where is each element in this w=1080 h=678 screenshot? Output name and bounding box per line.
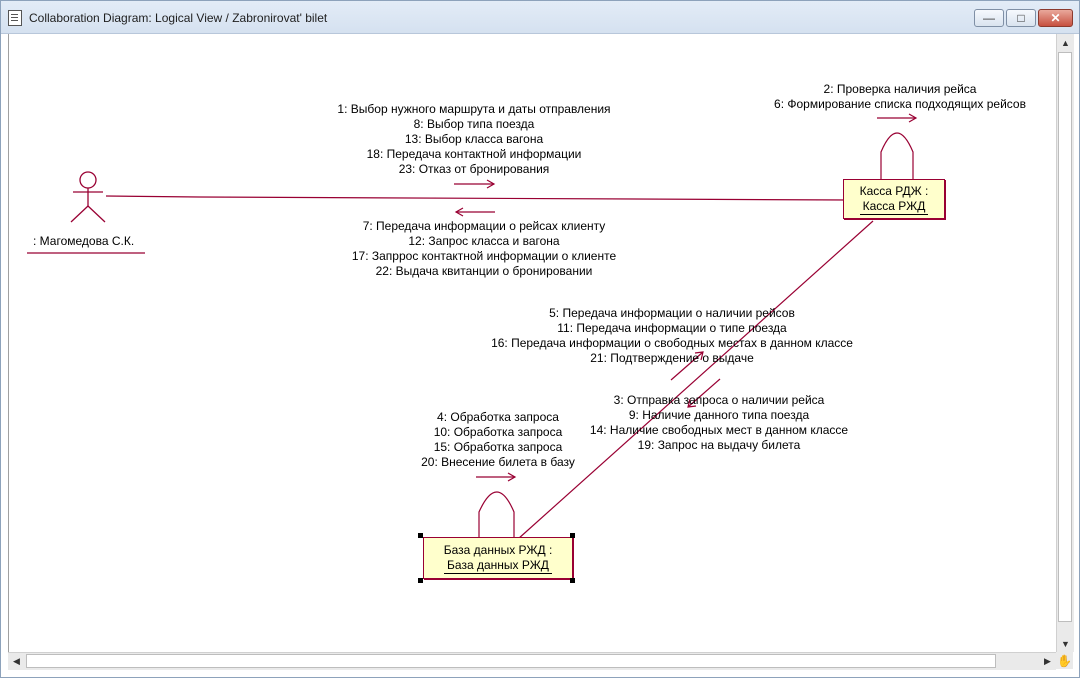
message-label[interactable]: 6: Формирование списка подходящих рейсов <box>774 97 1026 111</box>
message-label[interactable]: 18: Передача контактной информации <box>366 147 582 161</box>
arrow-baza-to-kassa <box>670 351 704 381</box>
close-button[interactable]: ✕ <box>1038 9 1073 27</box>
horizontal-scroll-thumb[interactable] <box>26 654 996 668</box>
diagram-canvas[interactable]: : Магомедова С.К. 1: Выбор нужного маршр… <box>8 34 1057 652</box>
messages-kassa-self: 2: Проверка наличия рейса 6: Формировани… <box>757 82 1043 112</box>
maximize-icon: □ <box>1017 11 1025 25</box>
object-baza-class: База данных РЖД <box>444 558 552 574</box>
selection-handle[interactable] <box>418 578 423 583</box>
actor-name[interactable]: : Магомедова С.К. <box>33 234 135 248</box>
message-label[interactable]: 10: Обработка запроса <box>433 425 563 439</box>
link-actor-kassa <box>105 195 850 201</box>
object-baza-role: База данных РЖД : <box>443 543 553 557</box>
message-label[interactable]: 1: Выбор нужного маршрута и даты отправл… <box>337 102 611 116</box>
maximize-button[interactable]: □ <box>1006 9 1036 27</box>
document-icon[interactable] <box>8 10 22 26</box>
minimize-icon: — <box>983 11 995 25</box>
close-icon: ✕ <box>1050 11 1061 25</box>
diagram-links <box>27 113 918 540</box>
message-label[interactable]: 17: Запррос контактной информации о клие… <box>351 249 617 263</box>
message-label[interactable]: 22: Выдача квитанции о бронировании <box>375 264 593 278</box>
selection-handle[interactable] <box>418 533 423 538</box>
scroll-up-icon[interactable]: ▲ <box>1061 37 1070 48</box>
messages-actor-to-kassa: 1: Выбор нужного маршрута и даты отправл… <box>309 102 639 177</box>
message-label[interactable]: 20: Внесение билета в базу <box>421 455 575 469</box>
messages-kassa-to-baza: 3: Отправка запроса о наличии рейса 9: Н… <box>569 393 869 453</box>
arrow-kassa-self <box>877 113 918 123</box>
message-label[interactable]: 8: Выбор типа поезда <box>413 117 535 131</box>
message-label[interactable]: 4: Обработка запроса <box>437 410 559 424</box>
message-label[interactable]: 23: Отказ от бронирования <box>398 162 550 176</box>
pan-hand-icon[interactable]: ✋ <box>1056 652 1073 669</box>
message-label[interactable]: 11: Передача информации о типе поезда <box>557 321 787 335</box>
object-kassa-role: Касса РДЖ : <box>859 184 929 198</box>
messages-baza-self: 4: Обработка запроса 10: Обработка запро… <box>403 410 593 470</box>
message-label[interactable]: 9: Наличие данного типа поезда <box>628 408 810 422</box>
vertical-scroll-thumb[interactable] <box>1058 52 1072 622</box>
message-label[interactable]: 3: Отправка запроса о наличии рейса <box>613 393 825 407</box>
window-title: Collaboration Diagram: Logical View / Za… <box>29 11 328 25</box>
vertical-scrollbar[interactable]: ▲ ▼ <box>1056 34 1074 652</box>
message-label[interactable]: 19: Запрос на выдачу билета <box>637 438 801 452</box>
message-label[interactable]: 7: Передача информации о рейсах клиенту <box>362 219 606 233</box>
arrow-kassa-to-baza <box>687 378 721 408</box>
self-loop-baza <box>478 491 515 537</box>
arrow-kassa-to-actor <box>454 207 495 217</box>
message-label[interactable]: 21: Подтверждение о выдаче <box>590 351 754 365</box>
arrow-actor-to-kassa <box>454 179 496 189</box>
object-baza[interactable]: База данных РЖД : База данных РЖД <box>423 537 573 579</box>
self-loop-kassa <box>880 132 914 179</box>
message-label[interactable]: 13: Выбор класса вагона <box>404 132 544 146</box>
scroll-right-icon[interactable]: ▶ <box>1044 656 1051 666</box>
message-label[interactable]: 2: Проверка наличия рейса <box>823 82 977 96</box>
message-label[interactable]: 14: Наличие свободных мест в данном клас… <box>589 423 849 437</box>
minimize-button[interactable]: — <box>974 9 1004 27</box>
scroll-left-icon[interactable]: ◀ <box>13 656 20 666</box>
object-kassa-class: Касса РЖД <box>859 199 929 215</box>
selection-handle[interactable] <box>570 533 575 538</box>
horizontal-scrollbar[interactable]: ◀ ▶ <box>8 652 1056 670</box>
message-label[interactable]: 5: Передача информации о наличии рейсов <box>549 306 795 320</box>
arrow-baza-self <box>476 472 517 482</box>
message-label[interactable]: 15: Обработка запроса <box>433 440 563 454</box>
selection-handle[interactable] <box>570 578 575 583</box>
message-label[interactable]: 12: Запрос класса и вагона <box>408 234 560 248</box>
scroll-down-icon[interactable]: ▼ <box>1061 638 1070 649</box>
messages-baza-to-kassa: 5: Передача информации о наличии рейсов … <box>469 306 875 366</box>
link-kassa-baza <box>517 220 874 540</box>
title-bar[interactable]: Collaboration Diagram: Logical View / Za… <box>1 1 1079 34</box>
object-kassa[interactable]: Касса РДЖ : Касса РЖД <box>843 179 945 219</box>
message-label[interactable]: 16: Передача информации о свободных мест… <box>491 336 853 350</box>
actor-icon <box>70 171 106 223</box>
messages-kassa-to-actor: 7: Передача информации о рейсах клиенту … <box>319 219 649 279</box>
